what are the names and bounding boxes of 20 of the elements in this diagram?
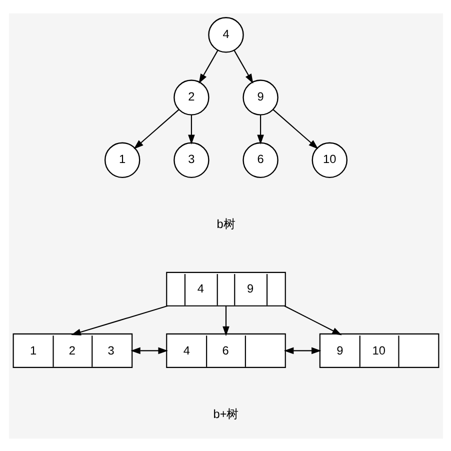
label: b+树 bbox=[212, 406, 238, 420]
arrow bbox=[188, 114, 194, 144]
node-circle: 4 bbox=[208, 16, 244, 52]
node-circle: 6 bbox=[242, 142, 278, 178]
node-circle: 2 bbox=[173, 79, 209, 115]
arrow bbox=[284, 304, 342, 335]
arrow bbox=[198, 50, 218, 84]
arrow bbox=[222, 305, 229, 336]
arrow bbox=[130, 346, 168, 354]
node-circle: 9 bbox=[242, 79, 278, 115]
arrow bbox=[283, 346, 321, 354]
arrow bbox=[233, 50, 253, 84]
arrow bbox=[256, 114, 264, 144]
node-circle: 10 bbox=[311, 142, 348, 178]
node-circle: 1 bbox=[104, 142, 140, 178]
label: b树 bbox=[216, 216, 235, 230]
arrow bbox=[272, 108, 318, 149]
arrow bbox=[133, 108, 179, 149]
node-circle: 3 bbox=[173, 142, 209, 178]
arrow bbox=[70, 304, 168, 335]
